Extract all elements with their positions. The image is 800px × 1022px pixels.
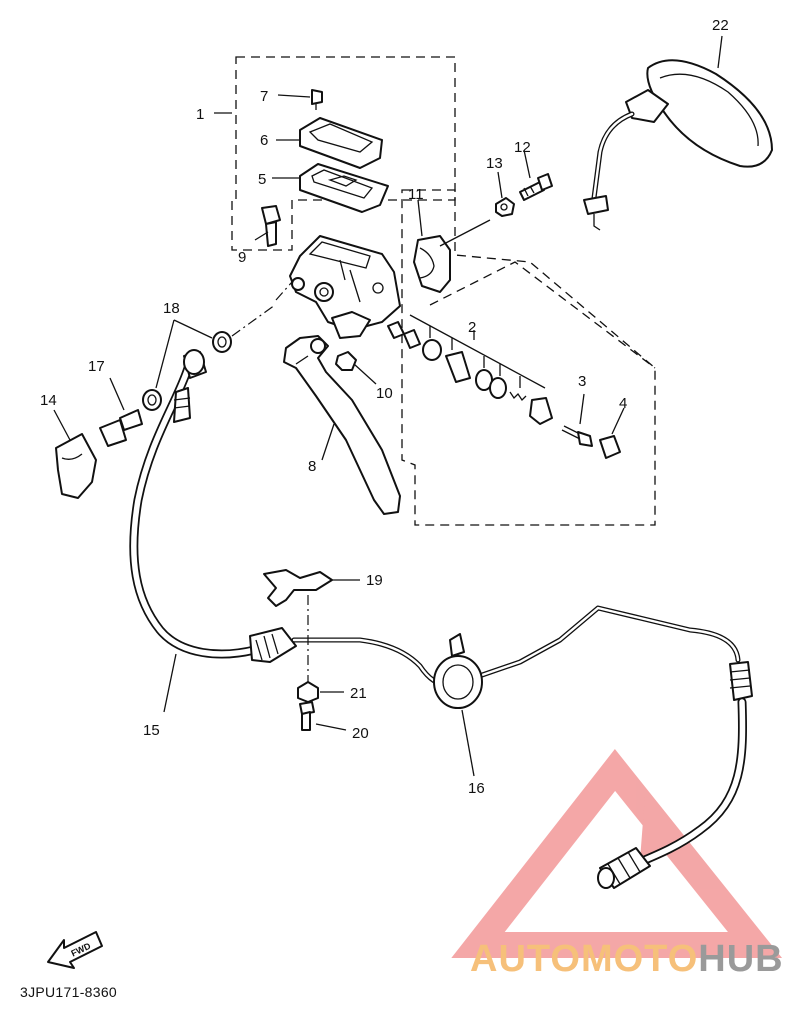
- callout-5: 5: [258, 171, 266, 188]
- callout-3: 3: [578, 373, 586, 390]
- callout-11: 11: [408, 186, 424, 203]
- callout-12: 12: [514, 139, 531, 156]
- callout-9: 9: [238, 249, 246, 266]
- leader-lines: [214, 112, 531, 237]
- lower-brake-hose: [597, 661, 753, 889]
- callout-7: 7: [260, 88, 268, 105]
- part-7-screw: [277, 89, 323, 110]
- part-18-gaskets: [142, 304, 276, 411]
- callout-19: 19: [366, 572, 383, 589]
- part-3-push-rod: [561, 393, 593, 447]
- callout-15: 15: [143, 722, 160, 739]
- watermark-part2: HUB: [698, 938, 784, 980]
- part-11-holder: [413, 219, 491, 293]
- callout-14: 14: [40, 392, 57, 409]
- callout-labels: 1 2 3 4 5 6 7 8 9 10 11 12 13 14 15 16 1…: [40, 17, 729, 797]
- watermark-part1: AUTOMOTO: [470, 938, 699, 980]
- master-cylinder-body: [289, 235, 401, 339]
- fwd-arrow-icon: FWD: [47, 931, 103, 969]
- part-22-mirror: [583, 35, 773, 231]
- group-outline-11: [401, 189, 656, 526]
- callout-2: 2: [468, 319, 476, 336]
- part-12-bolt: [519, 173, 553, 201]
- callout-4: 4: [619, 395, 627, 412]
- brake-pipe: [291, 605, 741, 688]
- part-9-bolt: [254, 205, 281, 247]
- part-16-clamp: [433, 633, 483, 777]
- part-2-piston-kit: [387, 314, 553, 425]
- callout-22: 22: [712, 17, 729, 34]
- group-outline-2: [429, 261, 656, 369]
- callout-18: 18: [163, 300, 180, 317]
- callout-13: 13: [486, 155, 503, 172]
- part-10-nut: [335, 351, 377, 385]
- callout-10: 10: [376, 385, 393, 402]
- drawing-code: 3JPU171-8360: [20, 984, 117, 1000]
- part-15-brake-hose: [129, 349, 297, 713]
- callout-16: 16: [468, 780, 485, 797]
- group-line-18: [275, 281, 293, 301]
- callout-20: 20: [352, 725, 369, 742]
- part-17-union-bolt: [99, 377, 143, 447]
- part-13-nut: [495, 197, 515, 217]
- part-8-lever: [283, 335, 401, 515]
- part-6-reservoir-cover: [276, 117, 383, 169]
- part-21-nut: [297, 681, 344, 703]
- callout-6: 6: [260, 132, 268, 149]
- callout-17: 17: [88, 358, 105, 375]
- watermark-logo-triangle: [451, 749, 783, 958]
- callout-8: 8: [308, 458, 316, 475]
- callout-21: 21: [350, 685, 367, 702]
- group-outline-1: [231, 56, 456, 251]
- part-4-cap: [599, 407, 625, 459]
- watermark-text: AUTOMOTOHUB: [470, 938, 784, 981]
- callout-1: 1: [196, 106, 204, 123]
- part-19-bracket: [263, 569, 360, 684]
- part-5-diaphragm: [272, 163, 389, 213]
- part-14-boot: [53, 409, 97, 499]
- part-20-bolt: [299, 701, 347, 731]
